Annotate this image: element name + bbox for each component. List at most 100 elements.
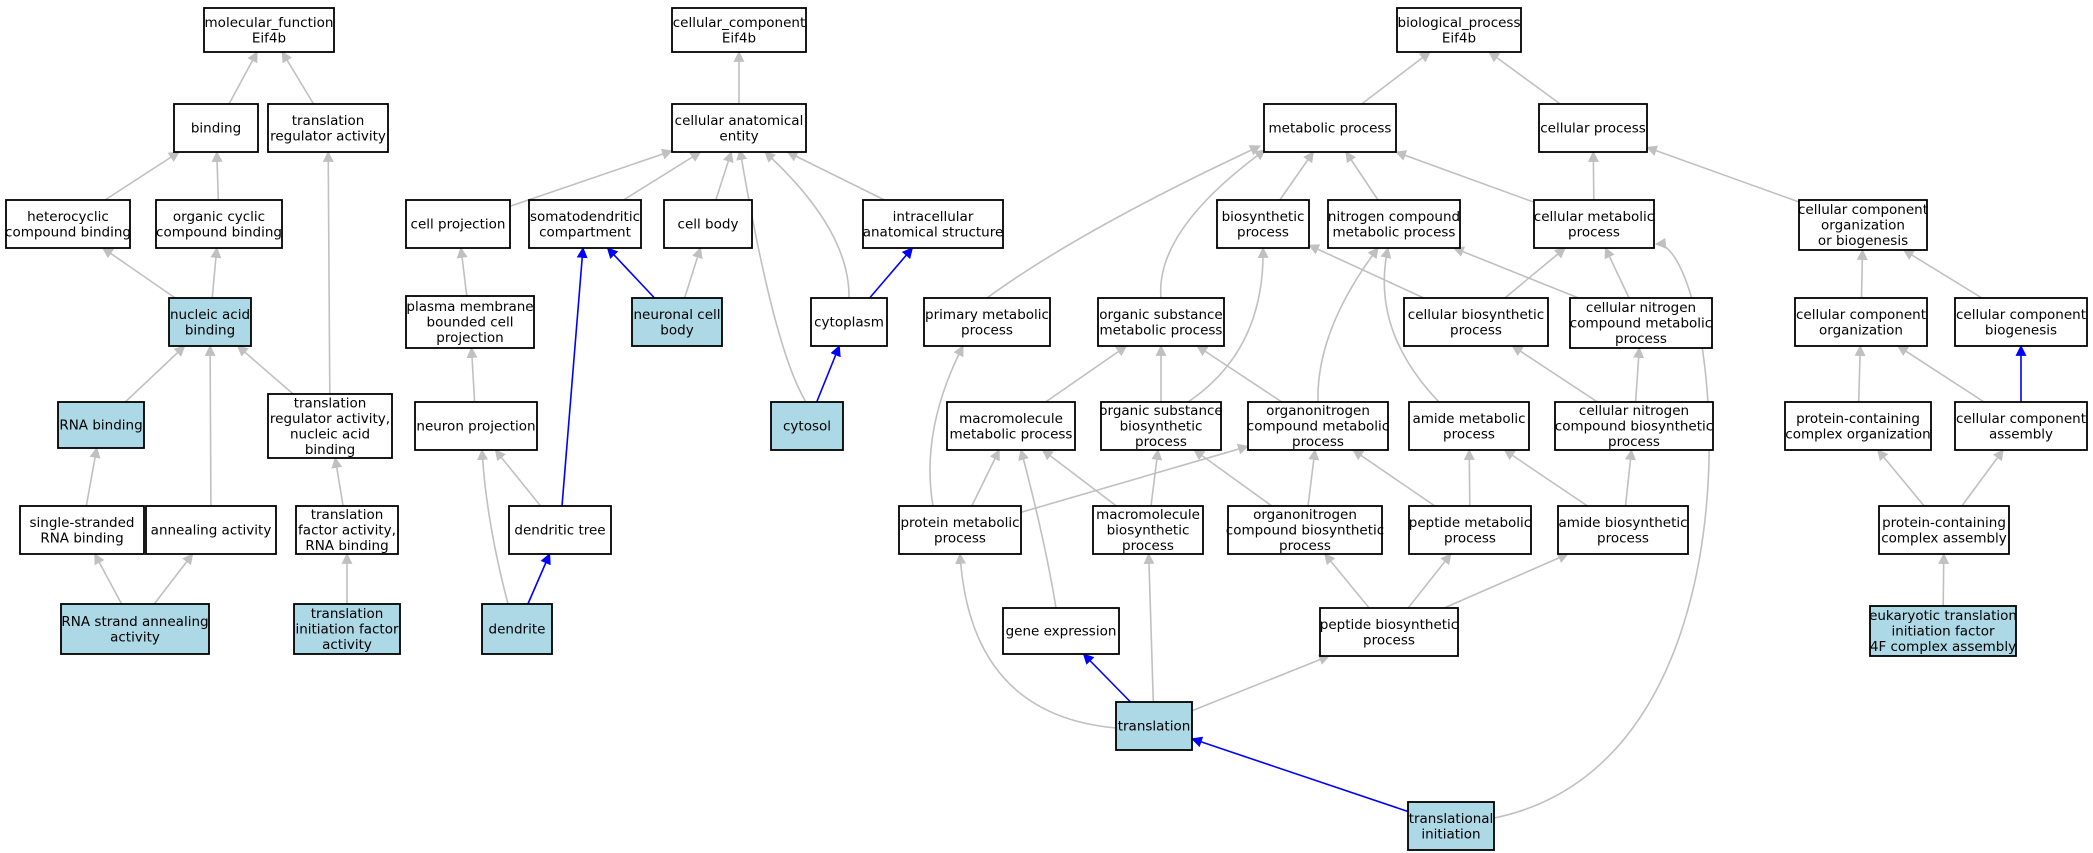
node-annealing[interactable]: annealing activity: [145, 505, 277, 555]
node-neuron-proj[interactable]: neuron projection: [414, 401, 538, 451]
node-label-line: cellular anatomical: [675, 113, 804, 129]
node-label-line: protein metabolic: [900, 515, 1019, 531]
edge-heterocyclic-to-binding: [104, 151, 180, 201]
edge-cytosol-to-cae: [736, 148, 807, 403]
edge-orgN-metab-to-nitrogen: [1317, 247, 1379, 403]
node-label-line: compartment: [539, 224, 631, 240]
edge-peptide-bio-to-amide-bio: [1443, 552, 1569, 609]
node-translation[interactable]: translation: [1115, 701, 1193, 751]
node-box: [1263, 103, 1397, 153]
edge-cc-biogen-to-cc-org-bio: [1902, 249, 1983, 299]
node-cellular-proc[interactable]: cellular process: [1538, 103, 1648, 153]
node-cell-proj[interactable]: cell projection: [405, 199, 511, 249]
node-label-line: process: [1568, 224, 1620, 240]
node-cytoplasm[interactable]: cytoplasm: [810, 297, 888, 347]
edge-translation-to-protein-metab: [955, 552, 1117, 729]
edge-euk-ti-to-pc-assembly: [1938, 552, 1950, 607]
node-binding[interactable]: binding: [173, 103, 259, 153]
node-label-line: cytosol: [783, 419, 831, 435]
edge-cc-org-bio-to-cellular-proc: [1645, 145, 1800, 203]
node-label-line: dendritic tree: [514, 523, 605, 539]
node-label-line: organic substance: [1099, 307, 1222, 323]
node-label-line: biosynthetic: [1120, 419, 1203, 435]
edge-translation-to-peptide-bio: [1191, 654, 1331, 712]
node-gene-expr[interactable]: gene expression: [1002, 607, 1120, 655]
edge-primary-metab-to-metabolic: [986, 145, 1261, 299]
node-label-line: translation: [1118, 719, 1191, 735]
node-label-line: cellular_component: [673, 15, 805, 31]
edge-annealing-to-nucleic-acid: [204, 344, 216, 507]
node-dendrite[interactable]: dendrite: [481, 603, 553, 655]
node-label-line: anatomical structure: [863, 224, 1004, 240]
node-box: [405, 295, 535, 349]
node-label-line: eukaryotic translation: [1869, 608, 2017, 624]
node-cytosol[interactable]: cytosol: [770, 401, 844, 451]
edge-macro-bio-to-org-sub-bio: [1150, 448, 1163, 507]
node-label-line: bounded cell: [427, 315, 514, 331]
node-label-line: translation: [294, 395, 367, 411]
edge-organic-cyclic-to-binding: [211, 150, 223, 201]
edge-transl-reg-to-mf-root: [281, 51, 315, 105]
node-label-line: metabolic process: [1100, 322, 1223, 338]
node-label-line: complex assembly: [1881, 530, 2007, 546]
node-label-line: dendrite: [489, 622, 546, 638]
edge-orgN-bio-to-org-sub-bio: [1193, 449, 1273, 507]
node-rna-binding[interactable]: RNA binding: [57, 401, 145, 449]
node-label-line: organonitrogen: [1253, 507, 1357, 523]
node-label-line: complex organization: [1785, 426, 1930, 442]
node-box: [414, 401, 538, 451]
node-label-line: translation: [311, 606, 384, 622]
node-box: [1407, 801, 1495, 851]
node-label-line: neuron projection: [416, 419, 535, 435]
node-dendritic-tree[interactable]: dendritic tree: [508, 505, 612, 555]
node-cell-body[interactable]: cell body: [663, 199, 753, 249]
node-label-line: primary metabolic: [925, 307, 1049, 323]
node-metabolic[interactable]: metabolic process: [1263, 103, 1397, 153]
edge-dendrite-to-dendritic-tree: [527, 552, 551, 605]
node-label-line: cellular process: [1540, 121, 1646, 137]
